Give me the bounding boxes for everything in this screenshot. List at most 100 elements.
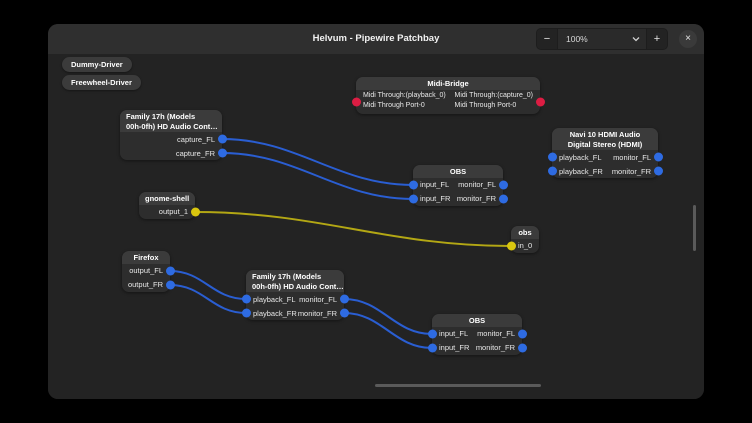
zoom-level-dropdown[interactable]: 100% [558, 29, 646, 49]
plus-icon: + [653, 32, 661, 45]
port-dot-playback-fl[interactable] [547, 152, 557, 162]
port-label: capture_FL [177, 134, 215, 144]
port-dot-input-fr[interactable] [427, 343, 437, 352]
port-row: capture_FL [120, 132, 227, 146]
port-dot-input-fl[interactable] [427, 329, 437, 338]
node-obs-top[interactable]: OBS input_FL monitor_FL input_FR monitor… [408, 165, 508, 206]
port-row: output_1 [139, 205, 200, 219]
port-label: playback_FR [253, 308, 297, 318]
port-row: input_FR monitor_FR [427, 341, 527, 355]
node-obs-bottom[interactable]: OBS input_FL monitor_FL input_FR monitor… [427, 314, 527, 355]
port-label: monitor_FL [299, 294, 337, 304]
port-label: output_FL [129, 266, 163, 275]
chevron-down-icon [632, 37, 640, 42]
port-row: input_FL monitor_FL [427, 327, 527, 341]
port-label: monitor_FR [297, 308, 337, 318]
node-family-17h-playback[interactable]: Family 17h (Models 00h-0fh) HD Audio Con… [241, 270, 349, 320]
port-dot-playback-fr[interactable] [547, 166, 557, 176]
wires-layer [169, 138, 512, 349]
port-dot-monitor-fl[interactable] [498, 180, 508, 189]
midi-port-row: Midi Through:(playback_0) Midi Through P… [351, 90, 545, 114]
node-freewheel-driver[interactable]: Freewheel-Driver [62, 75, 141, 90]
window-title: Helvum - Pipewire Patchbay [312, 33, 440, 44]
node-title: Navi 10 HDMI Audio Digital Stereo (HDMI) [552, 128, 658, 150]
minus-icon: − [543, 32, 551, 45]
close-icon: × [685, 33, 691, 44]
port-dot-in-0[interactable] [506, 241, 516, 250]
node-title: OBS [413, 165, 503, 178]
node-title: Freewheel-Driver [71, 78, 132, 87]
node-navi-10-hdmi[interactable]: Navi 10 HDMI Audio Digital Stereo (HDMI)… [547, 128, 663, 178]
node-title: Dummy-Driver [71, 60, 123, 69]
port-label: output_FR [127, 280, 163, 289]
port-label: in_0 [518, 241, 533, 250]
port-dot-capture-fr[interactable] [217, 148, 227, 158]
port-row: playback_FR monitor_FR [241, 306, 349, 320]
wire-firefox-fl-to-playback-fl[interactable] [169, 270, 247, 300]
node-gnome-shell[interactable]: gnome-shell output_1 [139, 192, 200, 219]
node-firefox[interactable]: Firefox output_FL output_FR [122, 251, 175, 292]
zoom-out-button[interactable]: − [537, 29, 558, 49]
port-row: input_FR monitor_FR [408, 192, 508, 206]
close-button[interactable]: × [679, 30, 697, 48]
zoom-in-button[interactable]: + [646, 29, 667, 49]
port-dot-capture-fl[interactable] [217, 134, 227, 144]
node-title: gnome-shell [139, 192, 195, 205]
wire-capture-fr-to-obs-input-fr[interactable] [221, 152, 414, 200]
helvum-window: Helvum - Pipewire Patchbay − 100% + × [48, 24, 704, 399]
port-dot-input-fl[interactable] [408, 180, 418, 189]
port-label: input_FR [439, 343, 470, 352]
port-dot-monitor-fr[interactable] [339, 308, 349, 318]
zoom-level-value: 100% [566, 34, 588, 44]
node-obs-video[interactable]: obs in_0 [506, 226, 539, 253]
scrollbar-horizontal[interactable] [375, 384, 541, 387]
port-label: capture_FR [175, 148, 215, 158]
wire-monitor-fl-to-obs-input-fl[interactable] [343, 298, 433, 335]
scrollbar-vertical[interactable] [693, 205, 696, 251]
port-dot-output-fr[interactable] [165, 280, 175, 289]
port-row: in_0 [506, 239, 539, 253]
port-label: output_1 [158, 207, 188, 216]
node-midi-bridge[interactable]: Midi-Bridge Midi Through:(playback_0) Mi… [351, 77, 545, 114]
port-label-midi-capture: Midi Through:(capture_0) Midi Through Po… [454, 91, 533, 109]
node-title: Firefox [122, 251, 170, 264]
patchbay-canvas[interactable]: Dummy-Driver Freewheel-Driver Midi-Bridg… [48, 54, 704, 399]
wire-capture-fl-to-obs-input-fl[interactable] [221, 138, 414, 186]
port-row: playback_FR monitor_FR [547, 164, 663, 178]
wire-monitor-fr-to-obs-input-fr[interactable] [343, 312, 433, 349]
titlebar[interactable]: Helvum - Pipewire Patchbay − 100% + × [48, 24, 704, 55]
port-row: output_FL [122, 264, 175, 278]
port-label: monitor_FR [475, 343, 515, 352]
port-dot-monitor-fl[interactable] [653, 152, 663, 162]
port-row: playback_FL monitor_FL [241, 292, 349, 306]
wire-gnome-shell-output-to-obs-in0[interactable] [194, 211, 512, 247]
port-label: monitor_FL [477, 329, 515, 338]
node-family-17h-capture[interactable]: Family 17h (Models 00h-0fh) HD Audio Con… [120, 110, 227, 160]
port-dot-input-fr[interactable] [408, 194, 418, 203]
port-row: output_FR [122, 278, 175, 292]
node-title: Midi-Bridge [356, 77, 540, 90]
node-title: OBS [432, 314, 522, 327]
port-dot-monitor-fr[interactable] [653, 166, 663, 176]
port-label: input_FL [420, 180, 450, 189]
port-dot-midi-capture[interactable] [535, 97, 545, 106]
port-dot-monitor-fr[interactable] [498, 194, 508, 203]
port-label: monitor_FR [611, 166, 651, 176]
port-dot-midi-playback[interactable] [351, 97, 361, 106]
port-dot-output-1[interactable] [190, 207, 200, 216]
zoom-control-group: − 100% + [536, 28, 668, 50]
port-dot-monitor-fl[interactable] [517, 329, 527, 338]
port-label: monitor_FR [456, 194, 496, 203]
port-dot-monitor-fr[interactable] [517, 343, 527, 352]
port-label: monitor_FL [613, 152, 651, 162]
port-label: playback_FL [559, 152, 602, 162]
node-title: Family 17h (Models 00h-0fh) HD Audio Con… [246, 270, 344, 292]
wire-firefox-fr-to-playback-fr[interactable] [169, 284, 247, 314]
port-label: monitor_FL [458, 180, 496, 189]
port-dot-playback-fl[interactable] [241, 294, 251, 304]
port-dot-monitor-fl[interactable] [339, 294, 349, 304]
port-dot-output-fl[interactable] [165, 266, 175, 275]
node-dummy-driver[interactable]: Dummy-Driver [62, 57, 132, 72]
port-dot-playback-fr[interactable] [241, 308, 251, 318]
port-label: input_FL [439, 329, 469, 338]
